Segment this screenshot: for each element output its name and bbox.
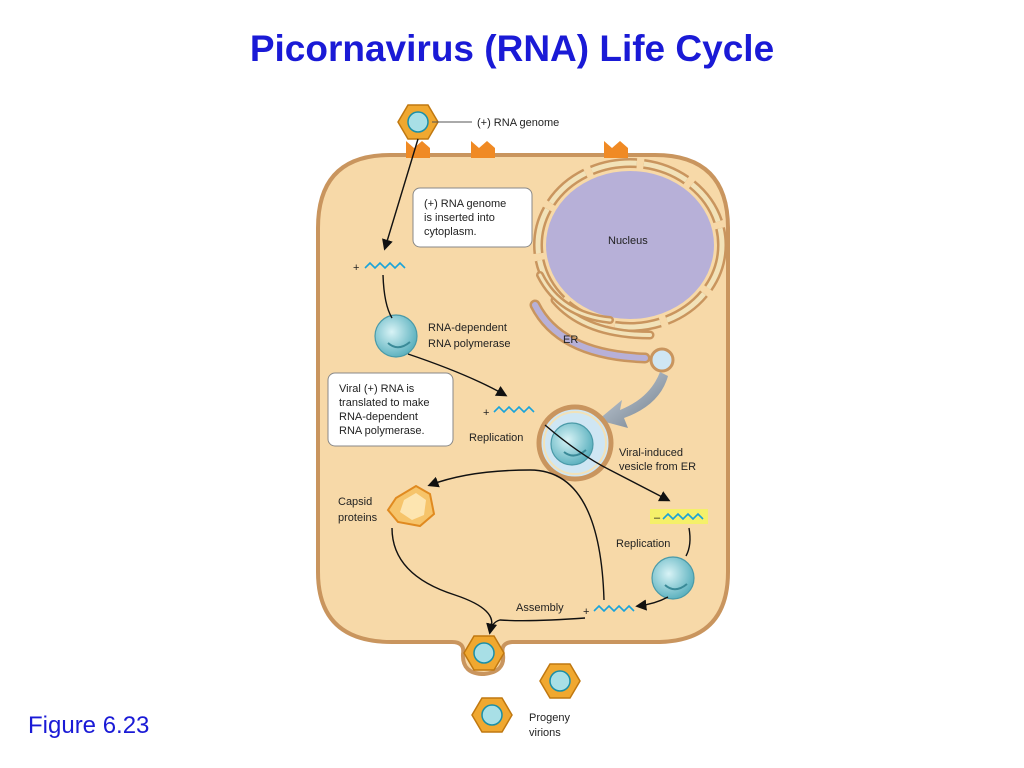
svg-text:cytoplasm.: cytoplasm. [424, 226, 477, 238]
nucleus [533, 158, 727, 332]
flow-arrow-5 [635, 596, 669, 611]
rna-strand-minus [662, 512, 704, 521]
label-vesicle-1: Viral-induced [619, 447, 683, 459]
flow-line-1 [382, 274, 393, 319]
label-capsid-1: Capsid [338, 496, 372, 508]
callout-translated: Viral (+) RNA is translated to make RNA-… [327, 372, 454, 447]
label-polymerase-1: RNA-dependent [428, 322, 507, 334]
label-vesicle-2: vesicle from ER [619, 461, 696, 473]
label-rna-genome: (+) RNA genome [477, 117, 559, 129]
polymerase-2 [651, 556, 695, 600]
flow-arrow-capsid [427, 469, 605, 601]
er-folds [529, 271, 655, 364]
flow-arrow-3 [544, 424, 671, 502]
slide-title: Picornavirus (RNA) Life Cycle [249, 28, 775, 69]
label-replication-1: Replication [469, 432, 523, 444]
label-replication-2: Replication [616, 538, 670, 550]
label-er: ER [563, 334, 578, 346]
flow-line-4 [685, 527, 691, 557]
svg-text:RNA polymerase.: RNA polymerase. [339, 425, 425, 437]
receptor-3 [604, 141, 628, 158]
vesicle-transport-arrow [598, 372, 668, 428]
svg-text:Viral (+) RNA is: Viral (+) RNA is [339, 383, 415, 395]
flow-line-capsid-assembly [391, 527, 493, 631]
receptor-1 [406, 141, 430, 158]
label-capsid-2: proteins [338, 512, 378, 524]
entry-arrow [382, 138, 419, 251]
rna-strand-plus-2 [493, 405, 535, 414]
label-nucleus: Nucleus [608, 235, 648, 247]
progeny-virion-2 [471, 697, 513, 733]
figure-label: Figure 6.23 [28, 712, 150, 739]
polymerase-1 [374, 314, 418, 358]
callout-inserted: (+) RNA genome is inserted into cytoplas… [412, 187, 533, 248]
plus-sign-3: + [583, 606, 589, 618]
svg-text:(+) RNA genome: (+) RNA genome [424, 198, 506, 210]
plus-sign-1: + [353, 262, 359, 274]
progeny-virion-1 [539, 663, 581, 699]
label-assembly: Assembly [516, 602, 564, 614]
receptor-2 [471, 141, 495, 158]
minus-sign: – [654, 512, 661, 524]
label-polymerase-2: RNA polymerase [428, 338, 511, 350]
viral-vesicle [536, 404, 614, 482]
label-progeny-2: virions [529, 727, 561, 739]
svg-text:translated to make: translated to make [339, 397, 430, 409]
rna-strand-plus-3 [593, 604, 635, 613]
capsid-proteins [386, 484, 436, 528]
label-progeny-1: Progeny [529, 712, 570, 724]
svg-text:RNA-dependent: RNA-dependent [339, 411, 418, 423]
minus-strand-highlight [650, 509, 708, 524]
assembled-virion [463, 635, 505, 671]
svg-text:is inserted into: is inserted into [424, 212, 495, 224]
flow-arrow-2 [407, 353, 508, 397]
rna-strand-plus-1 [364, 261, 406, 270]
incoming-virion [397, 104, 439, 140]
plus-sign-2: + [483, 407, 489, 419]
budding-vesicle [649, 347, 675, 373]
